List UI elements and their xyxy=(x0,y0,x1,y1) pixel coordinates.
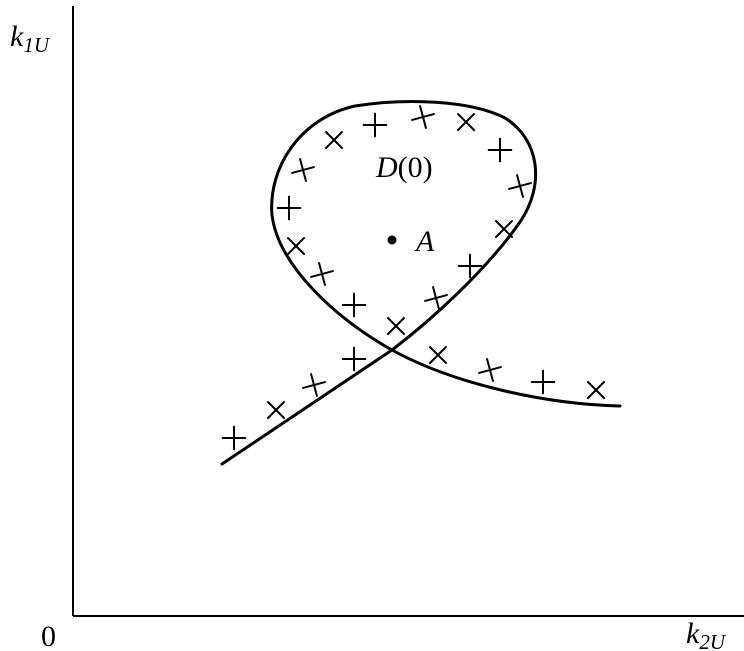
cross-marker xyxy=(587,381,605,399)
point-a-dot xyxy=(387,235,397,245)
region-label-args: (0) xyxy=(398,151,433,184)
region-label: D(0) xyxy=(375,151,433,184)
cross-marker xyxy=(508,174,532,198)
cross-marker xyxy=(495,220,513,238)
y-axis-label-sub: 1U xyxy=(23,33,51,57)
x-axis-label-sub: 2U xyxy=(699,630,727,651)
y-axis-label: k1U xyxy=(10,20,51,57)
cross-marker xyxy=(221,425,247,451)
x-axis-label: k2U xyxy=(686,617,727,651)
cross-marker xyxy=(487,137,513,163)
point-a-label: A xyxy=(414,225,435,258)
cross-marker xyxy=(310,262,334,286)
x-axis-label-base: k xyxy=(686,617,700,650)
cross-marker xyxy=(341,346,367,372)
cross-marker xyxy=(276,195,302,221)
cross-marker xyxy=(302,373,326,397)
cross-marker xyxy=(411,105,435,129)
cross-marker xyxy=(429,346,447,364)
cross-marker xyxy=(457,113,475,131)
y-axis-label-base: k xyxy=(10,20,24,53)
cross-marker xyxy=(287,237,305,255)
region-label-base: D xyxy=(375,151,398,184)
cross-marker xyxy=(341,292,367,318)
cross-marker xyxy=(291,158,315,182)
cross-marker xyxy=(267,401,285,419)
cross-marker xyxy=(424,286,448,310)
boundary-loop-curve xyxy=(220,100,622,466)
boundary-markers xyxy=(221,105,605,451)
cross-marker xyxy=(478,358,502,382)
cross-marker xyxy=(325,131,343,149)
cross-marker xyxy=(530,369,556,395)
cross-marker xyxy=(387,317,405,335)
origin-label: 0 xyxy=(41,620,56,651)
cross-marker xyxy=(362,112,388,138)
cross-marker xyxy=(457,253,483,279)
